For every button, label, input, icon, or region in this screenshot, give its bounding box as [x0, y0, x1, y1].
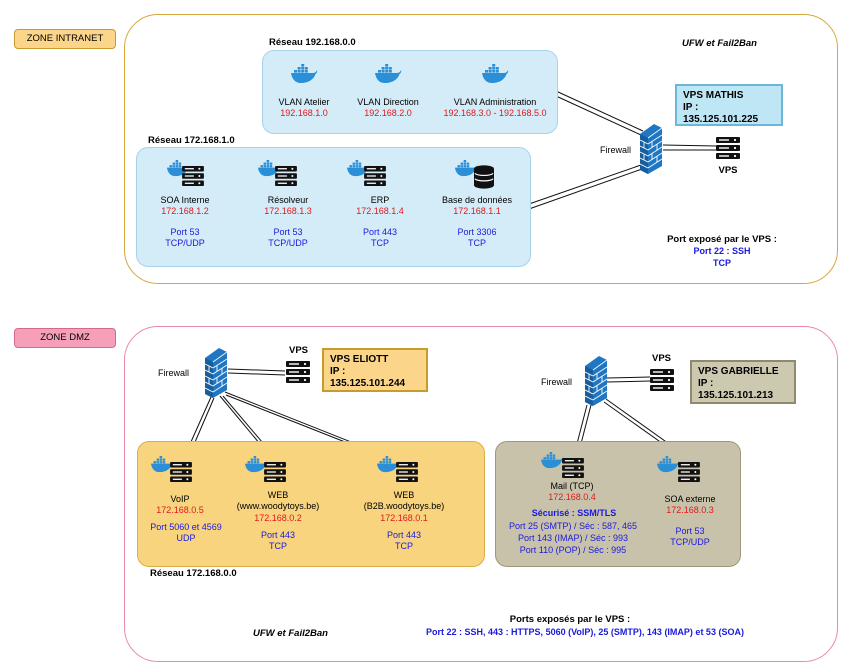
server-icon: [264, 462, 286, 482]
network-vlans-box: [262, 50, 558, 134]
soa-externe-ip: 172.168.0.3: [666, 505, 714, 515]
server-icon: [170, 462, 192, 482]
intranet-exposed-proto: TCP: [713, 258, 731, 268]
web-b2b-ip: 172.168.0.1: [380, 513, 428, 523]
vps-mathis-ip: IP : 135.125.101.225: [683, 102, 759, 125]
soa-externe-proto: TCP/UDP: [670, 537, 710, 547]
docker-icon: [540, 452, 564, 469]
intranet-zone: [124, 14, 838, 284]
vlan-direction-name: VLAN Direction: [357, 97, 419, 107]
vlan-admin-name: VLAN Administration: [453, 97, 537, 107]
soa-interne-port: Port 53: [170, 227, 200, 237]
intranet-exposed-port: Port 22 : SSH: [693, 246, 751, 256]
mail-port-pop: Port 110 (POP) / Séc : 995: [519, 545, 627, 555]
web-b2b-port: Port 443: [386, 530, 422, 540]
vlan-atelier-name: VLAN Atelier: [278, 97, 330, 107]
mail-secure: Sécurisé : SSM/TLS: [531, 508, 617, 518]
dmz-exposed-ports: Port 22 : SSH, 443 : HTTPS, 5060 (VoIP),…: [426, 627, 744, 637]
vps-eliott-label: VPS: [289, 345, 309, 356]
server-icon: [286, 361, 310, 383]
dmz-left-network-box: [137, 441, 485, 567]
vps-gabrielle-ip: IP : 135.125.101.213: [698, 378, 774, 401]
web-www-proto: TCP: [269, 541, 287, 551]
erp-port: Port 443: [362, 227, 398, 237]
vps-eliott-ip: IP : 135.125.101.244: [330, 366, 406, 389]
docker-icon: [656, 456, 680, 473]
dmz-zone-tag: ZONE DMZ: [14, 328, 116, 348]
database-ip: 172.168.1.1: [453, 206, 501, 216]
network-servers-title: Réseau 172.168.1.0: [148, 135, 235, 146]
database-port: Port 3306: [457, 227, 497, 237]
erp-name: ERP: [370, 195, 390, 205]
dmz-right-firewall-label: Firewall: [541, 377, 573, 387]
server-icon: [562, 458, 584, 478]
voip-port: Port 5060 et 4569: [150, 522, 222, 532]
vps-eliott-box: VPS ELIOTT IP : 135.125.101.244: [322, 348, 428, 392]
intranet-zone-tag: ZONE INTRANET: [14, 29, 116, 49]
mail-name: Mail (TCP): [550, 481, 594, 491]
web-www-port: Port 443: [260, 530, 296, 540]
network-vlans-title: Réseau 192.168.0.0: [269, 37, 356, 48]
web-b2b-sub: (B2B.woodytoys.be): [363, 501, 445, 511]
dmz-left-network-title: Réseau 172.168.0.0: [150, 568, 237, 579]
mail-ip: 172.168.0.4: [548, 492, 596, 502]
voip-name: VoIP: [170, 494, 190, 504]
vps-eliott-name: VPS ELIOTT: [330, 354, 389, 365]
vlan-admin-ip: 192.168.3.0 - 192.168.5.0: [443, 108, 547, 118]
database-proto: TCP: [468, 238, 486, 248]
vps-gabrielle-name: VPS GABRIELLE: [698, 366, 779, 377]
vlan-atelier-ip: 192.168.1.0: [280, 108, 328, 118]
database-name: Base de données: [441, 195, 513, 205]
dmz-exposed-title: Ports exposés par le VPS :: [509, 614, 631, 625]
web-b2b-name: WEB: [393, 490, 415, 500]
server-icon: [678, 462, 700, 482]
soa-interne-ip: 172.168.1.2: [161, 206, 209, 216]
server-icon: [650, 369, 674, 391]
erp-proto: TCP: [371, 238, 389, 248]
dmz-security-label: UFW et Fail2Ban: [253, 628, 328, 639]
vps-mathis-name: VPS MATHIS: [683, 90, 744, 101]
voip-proto: UDP: [176, 533, 196, 543]
soa-interne-name: SOA Interne: [160, 195, 210, 205]
mail-port-smtp: Port 25 (SMTP) / Séc : 587, 465: [508, 521, 638, 531]
firewall-icon: [205, 348, 227, 398]
soa-externe-name: SOA externe: [664, 494, 716, 504]
resolveur-port: Port 53: [273, 227, 303, 237]
intranet-firewall-label: Firewall: [600, 145, 632, 155]
erp-ip: 172.168.1.4: [356, 206, 404, 216]
vps-mathis-label: VPS: [718, 165, 738, 176]
firewall-icon: [585, 356, 607, 406]
web-b2b-proto: TCP: [395, 541, 413, 551]
dmz-zone: [124, 326, 838, 662]
voip-ip: 172.168.0.5: [156, 505, 204, 515]
resolveur-name: Résolveur: [267, 195, 309, 205]
vps-gabrielle-box: VPS GABRIELLE IP : 135.125.101.213: [690, 360, 796, 404]
soa-externe-port: Port 53: [675, 526, 705, 536]
vlan-direction-ip: 192.168.2.0: [364, 108, 412, 118]
web-www-ip: 172.168.0.2: [254, 513, 302, 523]
dmz-left-firewall-label: Firewall: [158, 368, 190, 378]
vps-gabrielle-label: VPS: [652, 353, 672, 364]
server-icon: [396, 462, 418, 482]
mail-port-imap: Port 143 (IMAP) / Séc : 993: [517, 533, 629, 543]
dmz-right-network-box: [495, 441, 741, 567]
intranet-exposed-title: Port exposé par le VPS :: [667, 234, 777, 245]
soa-interne-proto: TCP/UDP: [165, 238, 205, 248]
resolveur-ip: 172.168.1.3: [264, 206, 312, 216]
vps-mathis-box: VPS MATHIS IP : 135.125.101.225: [675, 84, 783, 126]
web-www-sub: (www.woodytoys.be): [236, 501, 320, 511]
intranet-security-label: UFW et Fail2Ban: [682, 38, 757, 49]
web-www-name: WEB: [267, 490, 289, 500]
resolveur-proto: TCP/UDP: [268, 238, 308, 248]
